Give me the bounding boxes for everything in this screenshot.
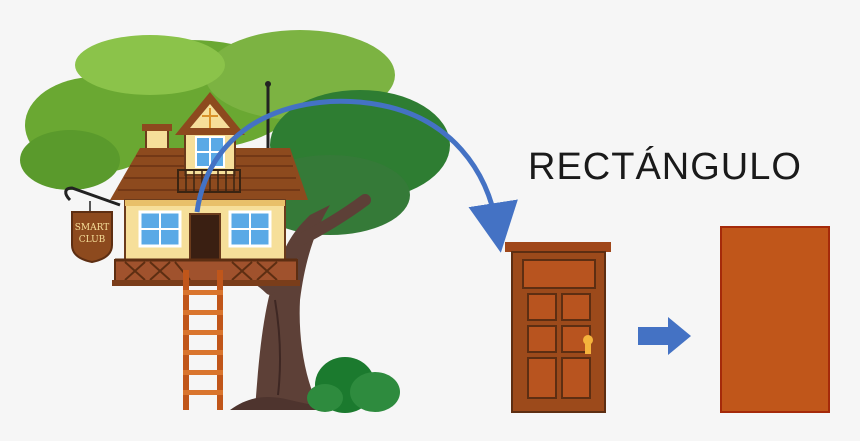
right-arrow-icon — [638, 317, 691, 355]
sign-line-2: CLUB — [79, 235, 106, 245]
sign-line-1: SMART — [75, 223, 110, 233]
diagram-title: RECTÁNGULO — [528, 146, 802, 188]
rectangle-shape — [720, 226, 830, 413]
curved-arrow-icon — [194, 98, 518, 253]
door-icon — [505, 242, 611, 413]
smart-club-sign: SMART CLUB — [64, 186, 121, 264]
dormer — [175, 92, 245, 193]
bush — [307, 357, 400, 413]
ladder — [183, 270, 223, 410]
tree-foliage — [20, 30, 450, 235]
house-window-right — [228, 210, 272, 248]
treehouse-icon: SMART CLUB — [20, 30, 450, 413]
house-window-left — [138, 210, 182, 248]
door-knob — [583, 335, 593, 345]
